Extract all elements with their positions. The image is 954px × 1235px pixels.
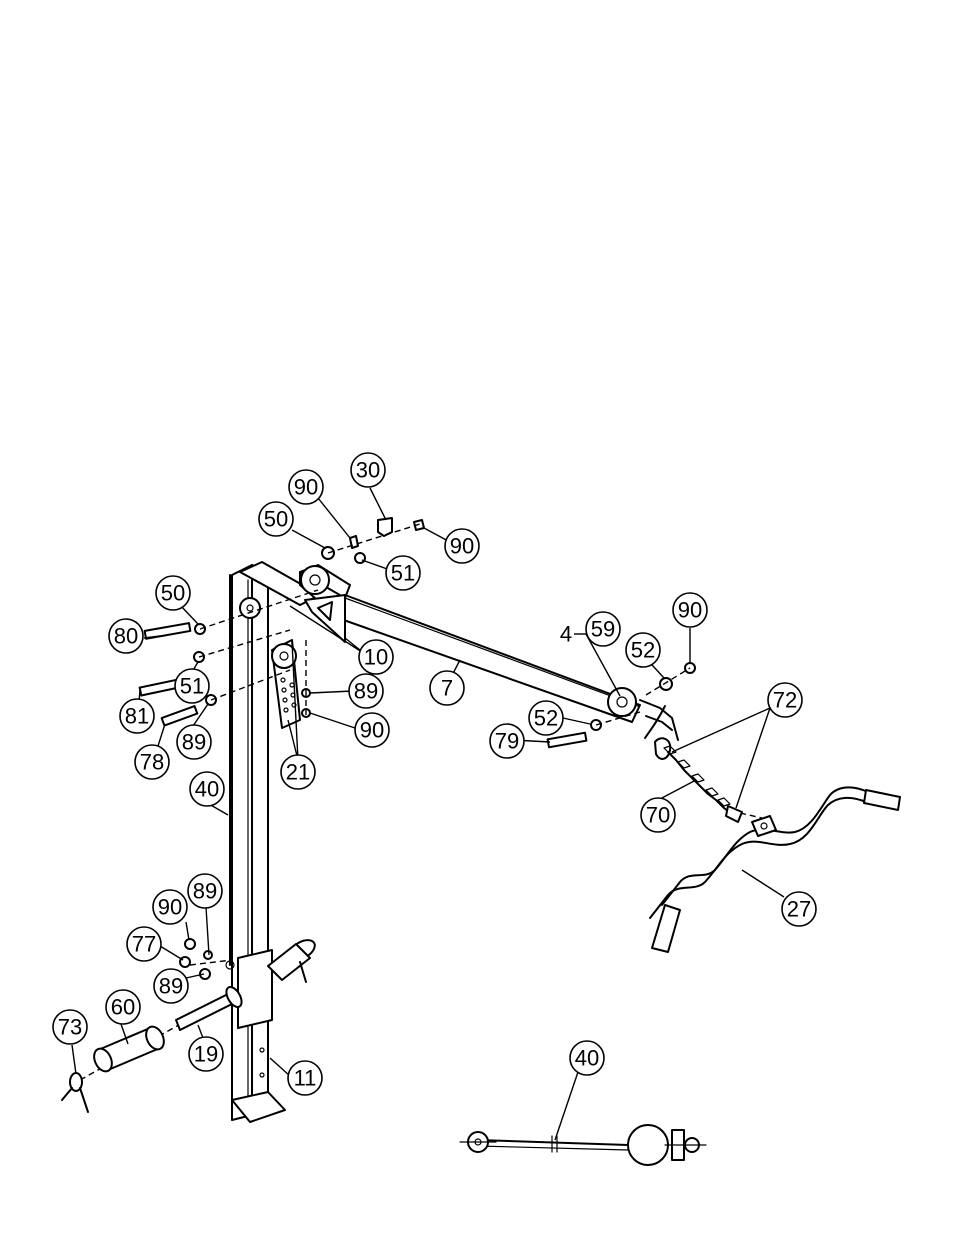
arm-beam xyxy=(300,565,678,740)
callout-51: 51 xyxy=(386,556,420,590)
svg-text:79: 79 xyxy=(495,729,519,754)
svg-text:52: 52 xyxy=(534,706,558,731)
svg-text:51: 51 xyxy=(391,561,415,586)
callout-90: 90 xyxy=(445,529,479,563)
svg-text:70: 70 xyxy=(646,803,670,828)
callout-10: 10 xyxy=(359,640,393,674)
callout-79: 79 xyxy=(490,724,524,758)
callout-40: 40 xyxy=(570,1041,604,1075)
callout-11: 11 xyxy=(288,1061,322,1095)
svg-text:78: 78 xyxy=(140,750,164,775)
svg-text:19: 19 xyxy=(194,1042,218,1067)
callout-90: 90 xyxy=(289,470,323,504)
svg-text:50: 50 xyxy=(161,581,185,606)
callout-60: 60 xyxy=(106,990,140,1024)
svg-text:50: 50 xyxy=(264,507,288,532)
svg-text:90: 90 xyxy=(158,895,182,920)
curl-bar xyxy=(650,787,900,952)
svg-text:21: 21 xyxy=(286,760,310,785)
arm-pulley-rear xyxy=(301,566,329,594)
svg-text:73: 73 xyxy=(58,1015,82,1040)
cable-detail xyxy=(460,1125,706,1165)
curl-bar-grip-right xyxy=(864,790,900,810)
arm-gusset xyxy=(305,595,345,642)
svg-text:10: 10 xyxy=(364,645,388,670)
callout-21: 21 xyxy=(281,755,315,789)
svg-text:89: 89 xyxy=(182,730,206,755)
hardware-lower xyxy=(180,939,212,979)
callout-89: 89 xyxy=(177,725,211,759)
callout-59: 59 xyxy=(586,612,620,646)
svg-text:60: 60 xyxy=(111,995,135,1020)
upright-sleeve xyxy=(238,950,272,1028)
svg-text:80: 80 xyxy=(114,624,138,649)
svg-text:89: 89 xyxy=(159,974,183,999)
svg-text:51: 51 xyxy=(180,674,204,699)
svg-text:27: 27 xyxy=(787,897,811,922)
svg-text:11: 11 xyxy=(294,1066,317,1091)
svg-text:90: 90 xyxy=(360,718,384,743)
svg-text:40: 40 xyxy=(575,1046,599,1071)
callout-90: 90 xyxy=(673,593,707,627)
callout-30: 30 xyxy=(351,453,385,487)
curl-bar-grip-left xyxy=(652,905,680,952)
callout-51: 51 xyxy=(175,669,209,703)
cable-ball-stop xyxy=(628,1125,668,1165)
label-part-4: 4 xyxy=(560,622,586,647)
callout-78: 78 xyxy=(135,745,169,779)
svg-text:40: 40 xyxy=(195,777,219,802)
svg-text:77: 77 xyxy=(132,932,156,957)
callout-72: 72 xyxy=(768,683,802,717)
callout-89: 89 xyxy=(349,674,383,708)
svg-text:90: 90 xyxy=(450,534,474,559)
callout-52: 52 xyxy=(626,633,660,667)
svg-text:89: 89 xyxy=(193,879,217,904)
callout-77: 77 xyxy=(127,927,161,961)
callout-73: 73 xyxy=(53,1010,87,1044)
callout-89: 89 xyxy=(188,874,222,908)
svg-text:89: 89 xyxy=(354,679,378,704)
svg-text:30: 30 xyxy=(356,458,380,483)
svg-text:90: 90 xyxy=(678,598,702,623)
callout-80: 80 xyxy=(109,619,143,653)
svg-text:4: 4 xyxy=(560,622,572,647)
svg-text:7: 7 xyxy=(441,676,453,701)
svg-text:52: 52 xyxy=(631,638,655,663)
callout-27: 27 xyxy=(782,892,816,926)
callout-81: 81 xyxy=(120,699,154,733)
svg-text:81: 81 xyxy=(125,704,149,729)
callout-40: 40 xyxy=(190,772,224,806)
svg-text:59: 59 xyxy=(591,617,615,642)
callout-7: 7 xyxy=(430,671,464,705)
svg-text:72: 72 xyxy=(773,688,797,713)
svg-text:90: 90 xyxy=(294,475,318,500)
callout-90: 90 xyxy=(153,890,187,924)
callout-70: 70 xyxy=(641,798,675,832)
snap-hook-lower xyxy=(726,806,742,822)
callout-50: 50 xyxy=(156,576,190,610)
callout-19: 19 xyxy=(189,1037,223,1071)
callout-89: 89 xyxy=(154,969,188,1003)
snap-hook-upper xyxy=(655,738,670,759)
arm-pulley-front xyxy=(608,688,636,716)
callout-90: 90 xyxy=(355,713,389,747)
callout-50: 50 xyxy=(259,502,293,536)
callout-52: 52 xyxy=(529,701,563,735)
